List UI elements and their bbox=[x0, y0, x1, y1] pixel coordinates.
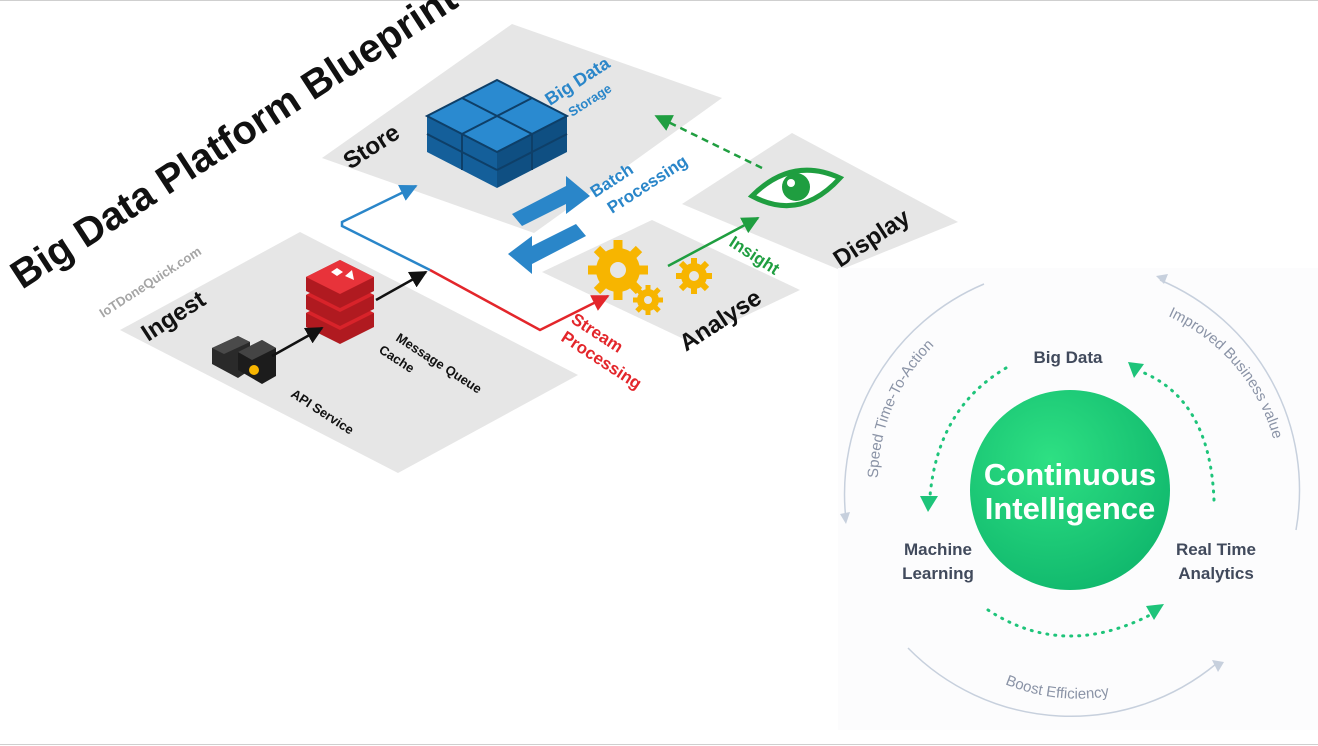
node-real-time-analytics-line2: Analytics bbox=[1178, 564, 1254, 583]
ingest-panel bbox=[120, 232, 578, 473]
api-to-mq-arrow bbox=[271, 326, 324, 358]
gears-icon bbox=[588, 240, 712, 315]
outer-label-right: Improved Business value bbox=[1166, 304, 1286, 440]
outer-label-left: Speed Time-To-Action bbox=[865, 336, 937, 478]
outer-arc-bottom bbox=[907, 647, 1217, 717]
outer-arc-right-arrowhead bbox=[1156, 274, 1168, 284]
dotted-arc-bottom-arrowhead bbox=[1146, 604, 1164, 620]
dotted-arc-right-arrowhead bbox=[1128, 362, 1144, 378]
outer-arc-right bbox=[1159, 279, 1301, 531]
analyse-panel bbox=[542, 220, 800, 342]
bottom-border bbox=[0, 744, 1318, 745]
outer-arc-left bbox=[843, 283, 985, 521]
outer-arc-left-arrowhead bbox=[840, 512, 850, 524]
stream-flow-arrow bbox=[429, 268, 610, 332]
continuous-intelligence-panel: Speed Time-To-Action Improved Business v… bbox=[838, 268, 1318, 730]
display-panel bbox=[682, 133, 958, 270]
top-border bbox=[0, 0, 1318, 1]
insight-arrow bbox=[667, 216, 760, 268]
node-big-data: Big Data bbox=[1034, 348, 1104, 367]
center-label-line1: Continuous bbox=[984, 457, 1156, 492]
api-service-icon bbox=[212, 336, 276, 384]
message-queue-icon bbox=[306, 260, 374, 344]
eye-icon bbox=[747, 167, 845, 209]
node-machine-learning-line2: Learning bbox=[902, 564, 974, 583]
node-machine-learning-line1: Machine bbox=[904, 540, 972, 559]
display-feedback-arrow bbox=[654, 114, 763, 170]
batch-flow-arrow bbox=[340, 184, 431, 272]
node-real-time-analytics-line1: Real Time bbox=[1176, 540, 1256, 559]
continuous-intelligence-circle bbox=[970, 390, 1170, 590]
storage-cubes-icon bbox=[424, 78, 570, 188]
batch-refresh-icon bbox=[508, 176, 590, 274]
center-label-line2: Intelligence bbox=[985, 491, 1156, 526]
dotted-arc-bottom bbox=[986, 608, 1154, 638]
dotted-arc-top-left-arrowhead bbox=[920, 496, 938, 512]
dotted-arc-top-left bbox=[928, 366, 1008, 498]
continuous-intelligence-diagram: Speed Time-To-Action Improved Business v… bbox=[840, 274, 1301, 717]
mq-to-router-arrow bbox=[375, 270, 428, 302]
outer-label-bottom: Boost Efficiency bbox=[1003, 672, 1110, 703]
outer-arc-bottom-arrowhead bbox=[1212, 660, 1224, 672]
